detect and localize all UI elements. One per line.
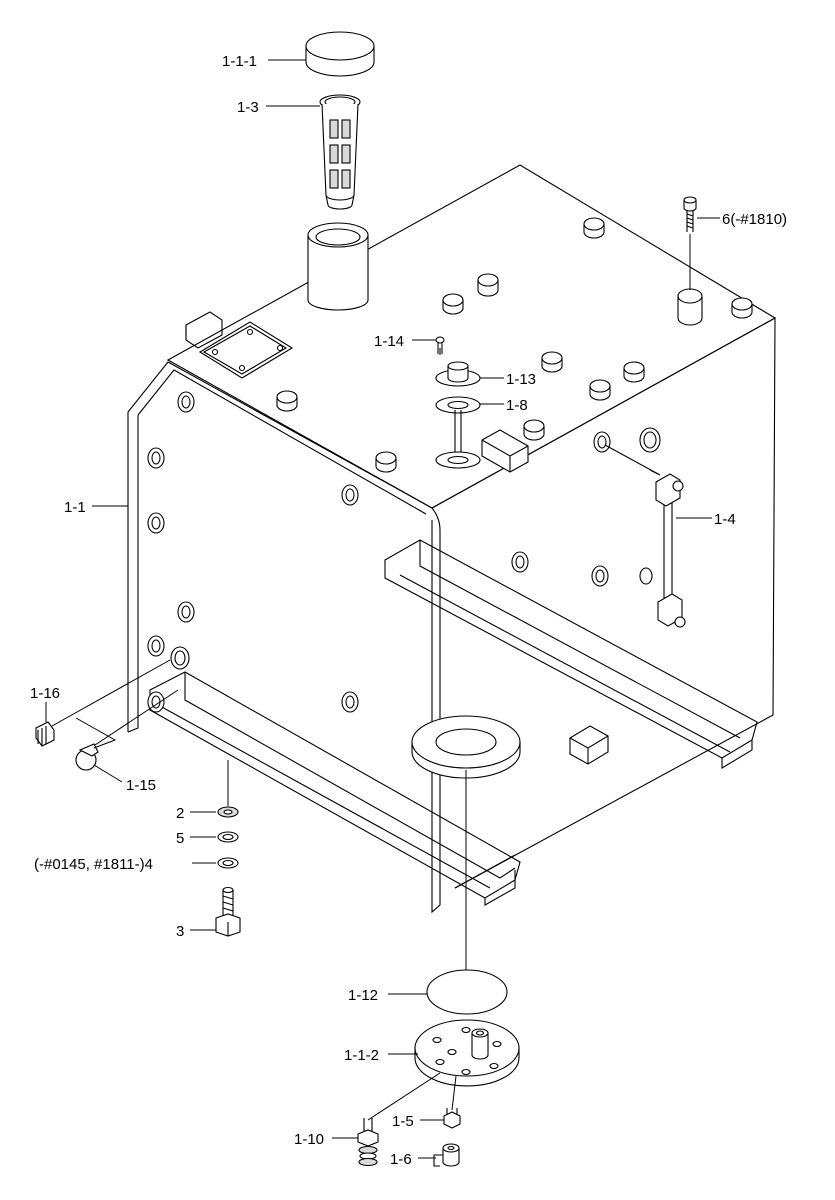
callouts: 1-1-1 1-3 6(-#1810) 1-14 1-13 1-8 1-1 1-… [30,53,787,1168]
label-1-4: 1-4 [714,511,736,528]
label-1-8: 1-8 [506,397,528,414]
sender-unit [435,336,481,469]
label-1-1-1: 1-1-1 [222,53,257,70]
label-1-10: 1-10 [294,1131,324,1148]
label-5: 5 [176,830,184,847]
bottom-rail-front [149,671,521,906]
small-blocks [481,429,609,765]
filler-neck [307,222,369,311]
washer-5 [217,831,239,843]
drain-bolt-1-10 [357,1118,379,1167]
label-1-12: 1-12 [348,987,378,1004]
top-bracket [185,311,223,349]
drain-ring [411,715,521,779]
gasket-1-12 [426,969,508,1015]
label-1-5: 1-5 [392,1113,414,1130]
label-1-16: 1-16 [30,685,60,702]
label-4: (-#0145, #1811-)4 [34,856,153,873]
right-bosses [511,427,661,587]
strainer-part [319,94,361,210]
bottom-rail-back [384,539,758,769]
cap-part [305,31,375,77]
bolt-6-part [683,196,697,232]
washer-4 [217,857,239,869]
label-1-6: 1-6 [390,1151,412,1168]
level-gauge [604,444,686,628]
plug-1-5 [443,1108,461,1129]
tank-body [127,164,777,914]
plug-1-16 [35,721,55,747]
label-6: 6(-#1810) [722,211,787,228]
label-1-13: 1-13 [506,371,536,388]
label-1-1-2: 1-1-2 [344,1047,379,1064]
label-1-15: 1-15 [126,777,156,794]
label-1-1: 1-1 [64,499,86,516]
drain-flange [414,1019,520,1087]
label-3: 3 [176,923,184,940]
cover-plate [198,321,294,379]
top-bosses [276,217,753,473]
label-1-3: 1-3 [237,99,259,116]
plug-1-15 [75,743,99,771]
washer-2 [217,806,239,818]
bolt-3 [215,886,241,937]
label-2: 2 [176,805,184,822]
valve-1-6 [433,1143,460,1167]
label-1-14: 1-14 [374,333,404,350]
